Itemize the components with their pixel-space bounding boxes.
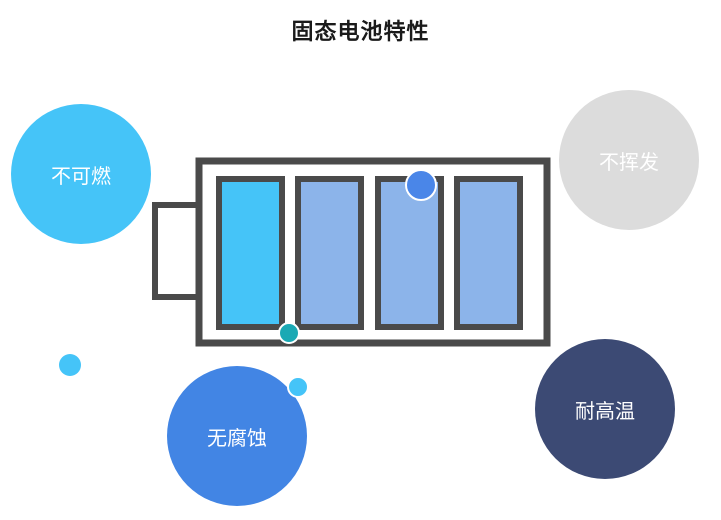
feature-heat-resistant-label: 耐高温 [575, 398, 635, 423]
battery-cell-3 [375, 176, 444, 330]
battery-cell-4 [454, 176, 523, 330]
decor-dot-bottom [287, 376, 309, 398]
feature-nonvolatile-label: 不挥发 [599, 149, 659, 174]
ion-dot-teal [278, 322, 300, 344]
feature-heat-resistant: 耐高温 [535, 339, 675, 479]
battery-cell-1 [216, 176, 285, 330]
feature-nonvolatile: 不挥发 [559, 90, 699, 230]
feature-corrosion-free-label: 无腐蚀 [207, 425, 267, 450]
ion-dot-blue [405, 169, 437, 201]
battery-cell-2 [295, 176, 364, 330]
feature-corrosion-free: 无腐蚀 [167, 366, 307, 506]
feature-nonflammable-label: 不可燃 [51, 163, 111, 188]
feature-nonflammable: 不可燃 [11, 104, 151, 244]
page-title: 固态电池特性 [291, 20, 430, 45]
battery-terminal [152, 202, 202, 300]
decor-dot-left [59, 354, 81, 376]
